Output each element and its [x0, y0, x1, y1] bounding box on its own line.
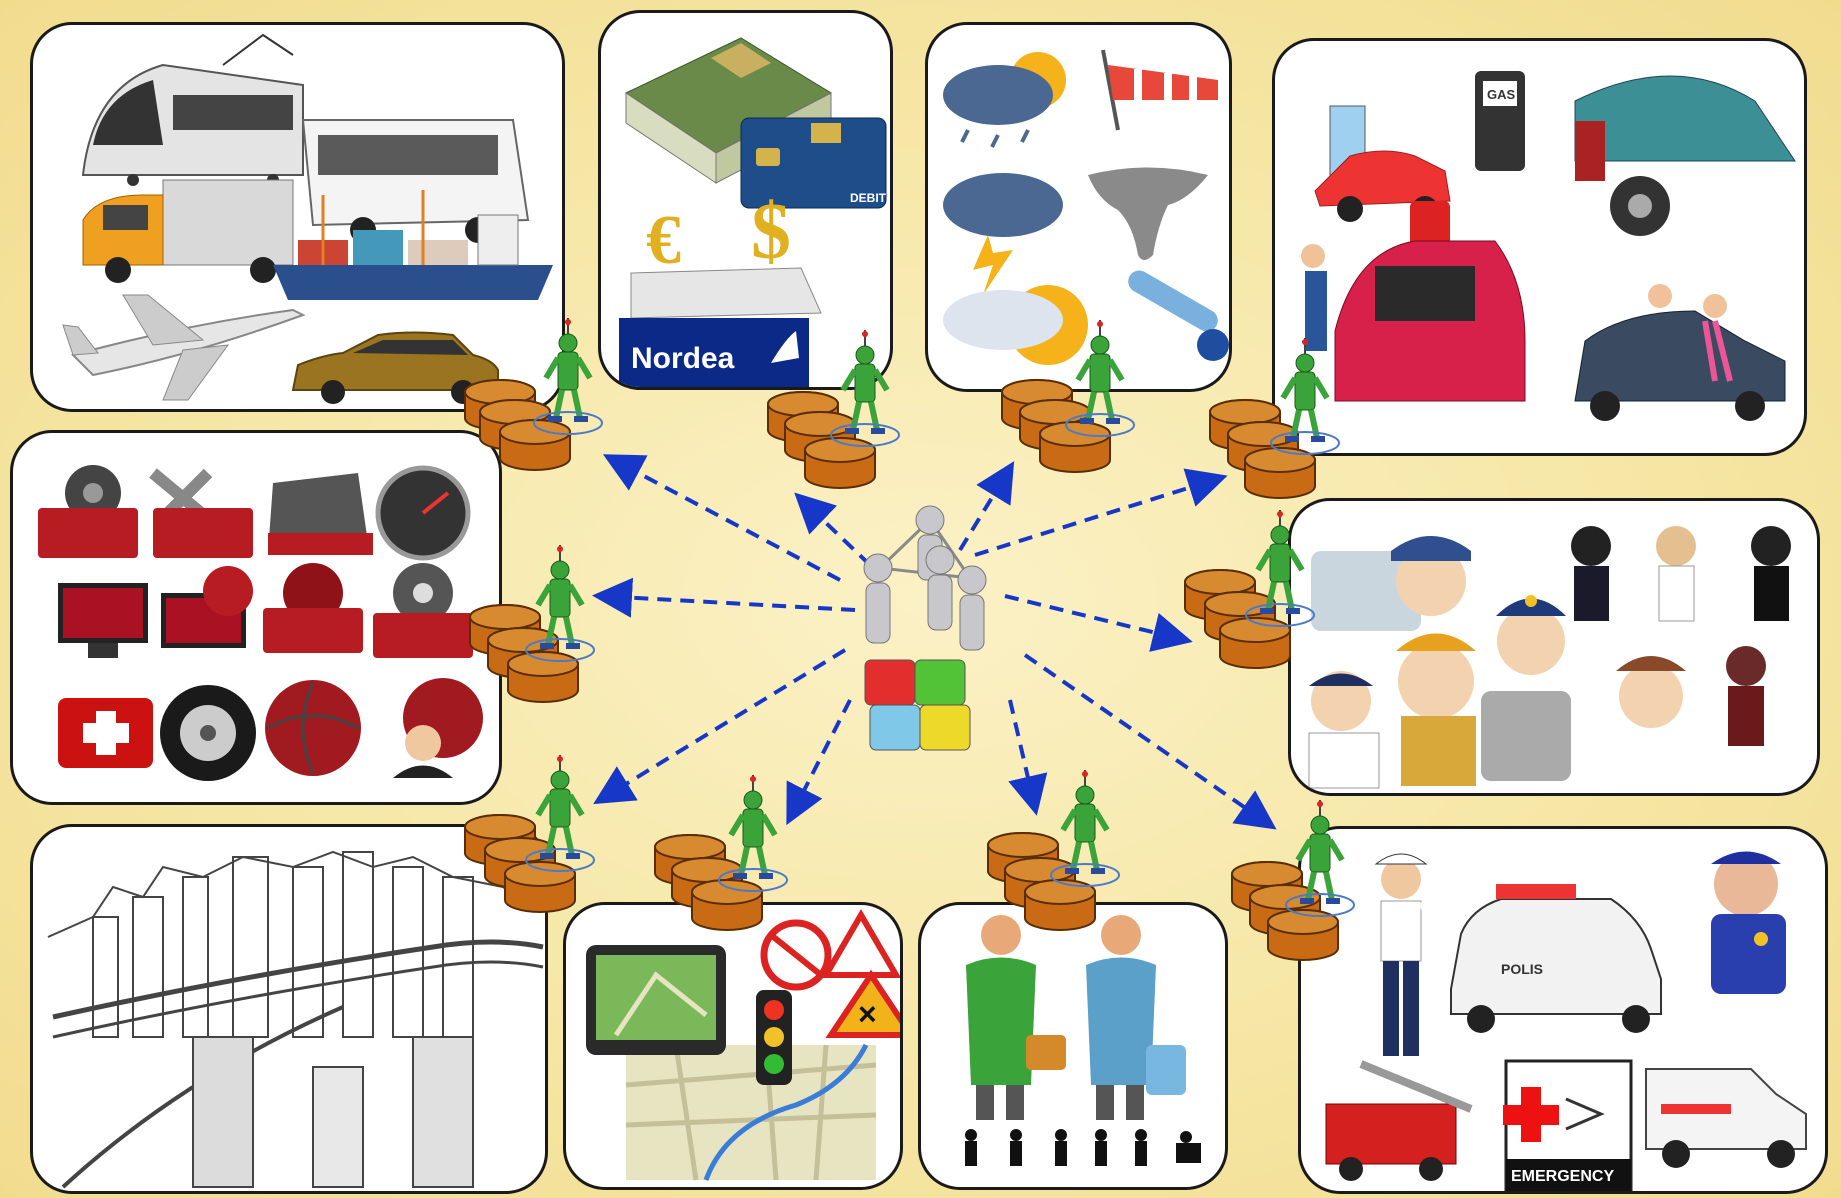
panel-car-services: GAS	[1272, 38, 1807, 456]
gps-navigator-icon	[586, 945, 726, 1055]
traffic-light-icon	[756, 990, 792, 1085]
arrow-travelers	[1008, 699, 1048, 816]
arrow-emergency	[1023, 653, 1277, 830]
database-stack-emergency	[1231, 861, 1339, 961]
gear-folder-icon	[373, 563, 473, 658]
card-label: DEBIT	[850, 191, 887, 205]
finance-illustration: DEBIT € $ Nordea	[619, 37, 887, 387]
arrow-professionals	[1004, 594, 1193, 652]
panel-professionals	[1288, 498, 1820, 796]
globe-icon	[265, 680, 361, 776]
svg-text:×: ×	[858, 996, 877, 1032]
weather-illustration	[943, 49, 1229, 365]
car-icon	[291, 331, 499, 404]
thunderstorm-icon	[943, 173, 1063, 295]
scanner-icon	[268, 473, 373, 555]
database-stack-city	[464, 814, 576, 913]
tram-icon	[81, 33, 304, 186]
transport-illustration	[62, 33, 553, 404]
emergency-label: EMERGENCY	[1511, 1168, 1614, 1185]
elderly-traveler-icon	[966, 915, 1066, 1120]
svg-text:$: $	[751, 188, 791, 276]
panel-travelers	[918, 902, 1228, 1190]
database-stack-apps	[469, 604, 579, 703]
emergency-sign-icon: EMERGENCY	[1503, 1059, 1633, 1191]
speedometer-icon	[375, 465, 471, 561]
panel-emergency: POLIS EMERGENCY	[1298, 826, 1828, 1194]
police-officer-icon	[1496, 595, 1566, 675]
airplane-icon	[62, 294, 306, 401]
first-aid-icon	[58, 698, 153, 768]
car-services-illustration: GAS	[1301, 71, 1796, 421]
pilot-icon	[1311, 536, 1471, 631]
gas-station-icon: GAS	[1410, 71, 1525, 246]
panel-apps	[10, 430, 502, 805]
traveler-with-suitcase-icon	[1086, 915, 1186, 1120]
support-agent-icon	[393, 678, 483, 778]
taxi-driver-icon	[1396, 633, 1571, 786]
cloud-sun-rain-icon	[943, 52, 1066, 148]
arrow-navigation	[786, 699, 852, 826]
panel-city	[30, 824, 548, 1194]
ambulance-icon	[1645, 1068, 1807, 1168]
arrow-weather	[958, 461, 1015, 552]
database-stack-transport	[464, 379, 571, 471]
traffic-police-icon	[1374, 853, 1494, 1056]
arrows	[592, 454, 1277, 830]
airline-crew-icon	[1571, 526, 1791, 746]
road-sign-icon: ×	[760, 909, 900, 1038]
truck-icon	[82, 179, 294, 283]
thermometer-icon	[1128, 270, 1229, 361]
tools-folder-icon	[149, 468, 253, 558]
bank-card-icon: DEBIT	[740, 117, 887, 209]
emergency-illustration: POLIS EMERGENCY	[1325, 851, 1807, 1191]
arrow-city	[593, 648, 847, 805]
city-sketch-icon	[47, 850, 544, 1189]
car-wash-icon	[1301, 240, 1786, 421]
police-car-icon: POLIS	[1450, 884, 1662, 1033]
nordea-logo: Nordea	[619, 318, 809, 387]
fire-truck-icon	[1325, 1060, 1473, 1181]
people-network-puzzle-icon	[863, 505, 987, 751]
panel-finance: DEBIT € $ Nordea	[598, 10, 893, 390]
monitor-icon	[58, 566, 253, 658]
globe-folder-icon	[263, 563, 363, 653]
arrow-car-services	[974, 468, 1228, 557]
svg-text:GAS: GAS	[1487, 87, 1516, 102]
apps-illustration	[38, 465, 483, 781]
film-folder-icon	[38, 465, 138, 558]
svg-text:€: €	[646, 202, 681, 279]
people-silhouettes-icon	[965, 1129, 1201, 1166]
travelers-illustration	[965, 915, 1201, 1166]
fuel-pump-icon	[1314, 105, 1451, 222]
chauffeur-icon	[1308, 671, 1380, 789]
panel-transport	[30, 22, 565, 412]
sun-cloud-icon	[943, 285, 1088, 365]
cargo-ship-icon	[273, 190, 553, 300]
police-label: POLIS	[1501, 961, 1543, 977]
police-officer-icon	[1711, 851, 1786, 994]
panel-weather	[925, 22, 1232, 392]
tornado-icon	[1088, 167, 1208, 260]
city-map-icon	[625, 1043, 877, 1181]
windsock-icon	[1101, 49, 1218, 131]
arrow-finance	[794, 492, 872, 567]
arrow-apps	[592, 577, 856, 618]
currency-scale-icon: € $	[630, 188, 822, 319]
panel-navigation: ×	[563, 902, 903, 1190]
mechanic-icon	[1574, 75, 1796, 236]
arrow-transport	[602, 454, 841, 582]
tire-icon	[160, 685, 256, 781]
navigation-illustration: ×	[586, 909, 900, 1181]
professionals-illustration	[1308, 526, 1791, 789]
svg-text:Nordea: Nordea	[631, 342, 735, 375]
